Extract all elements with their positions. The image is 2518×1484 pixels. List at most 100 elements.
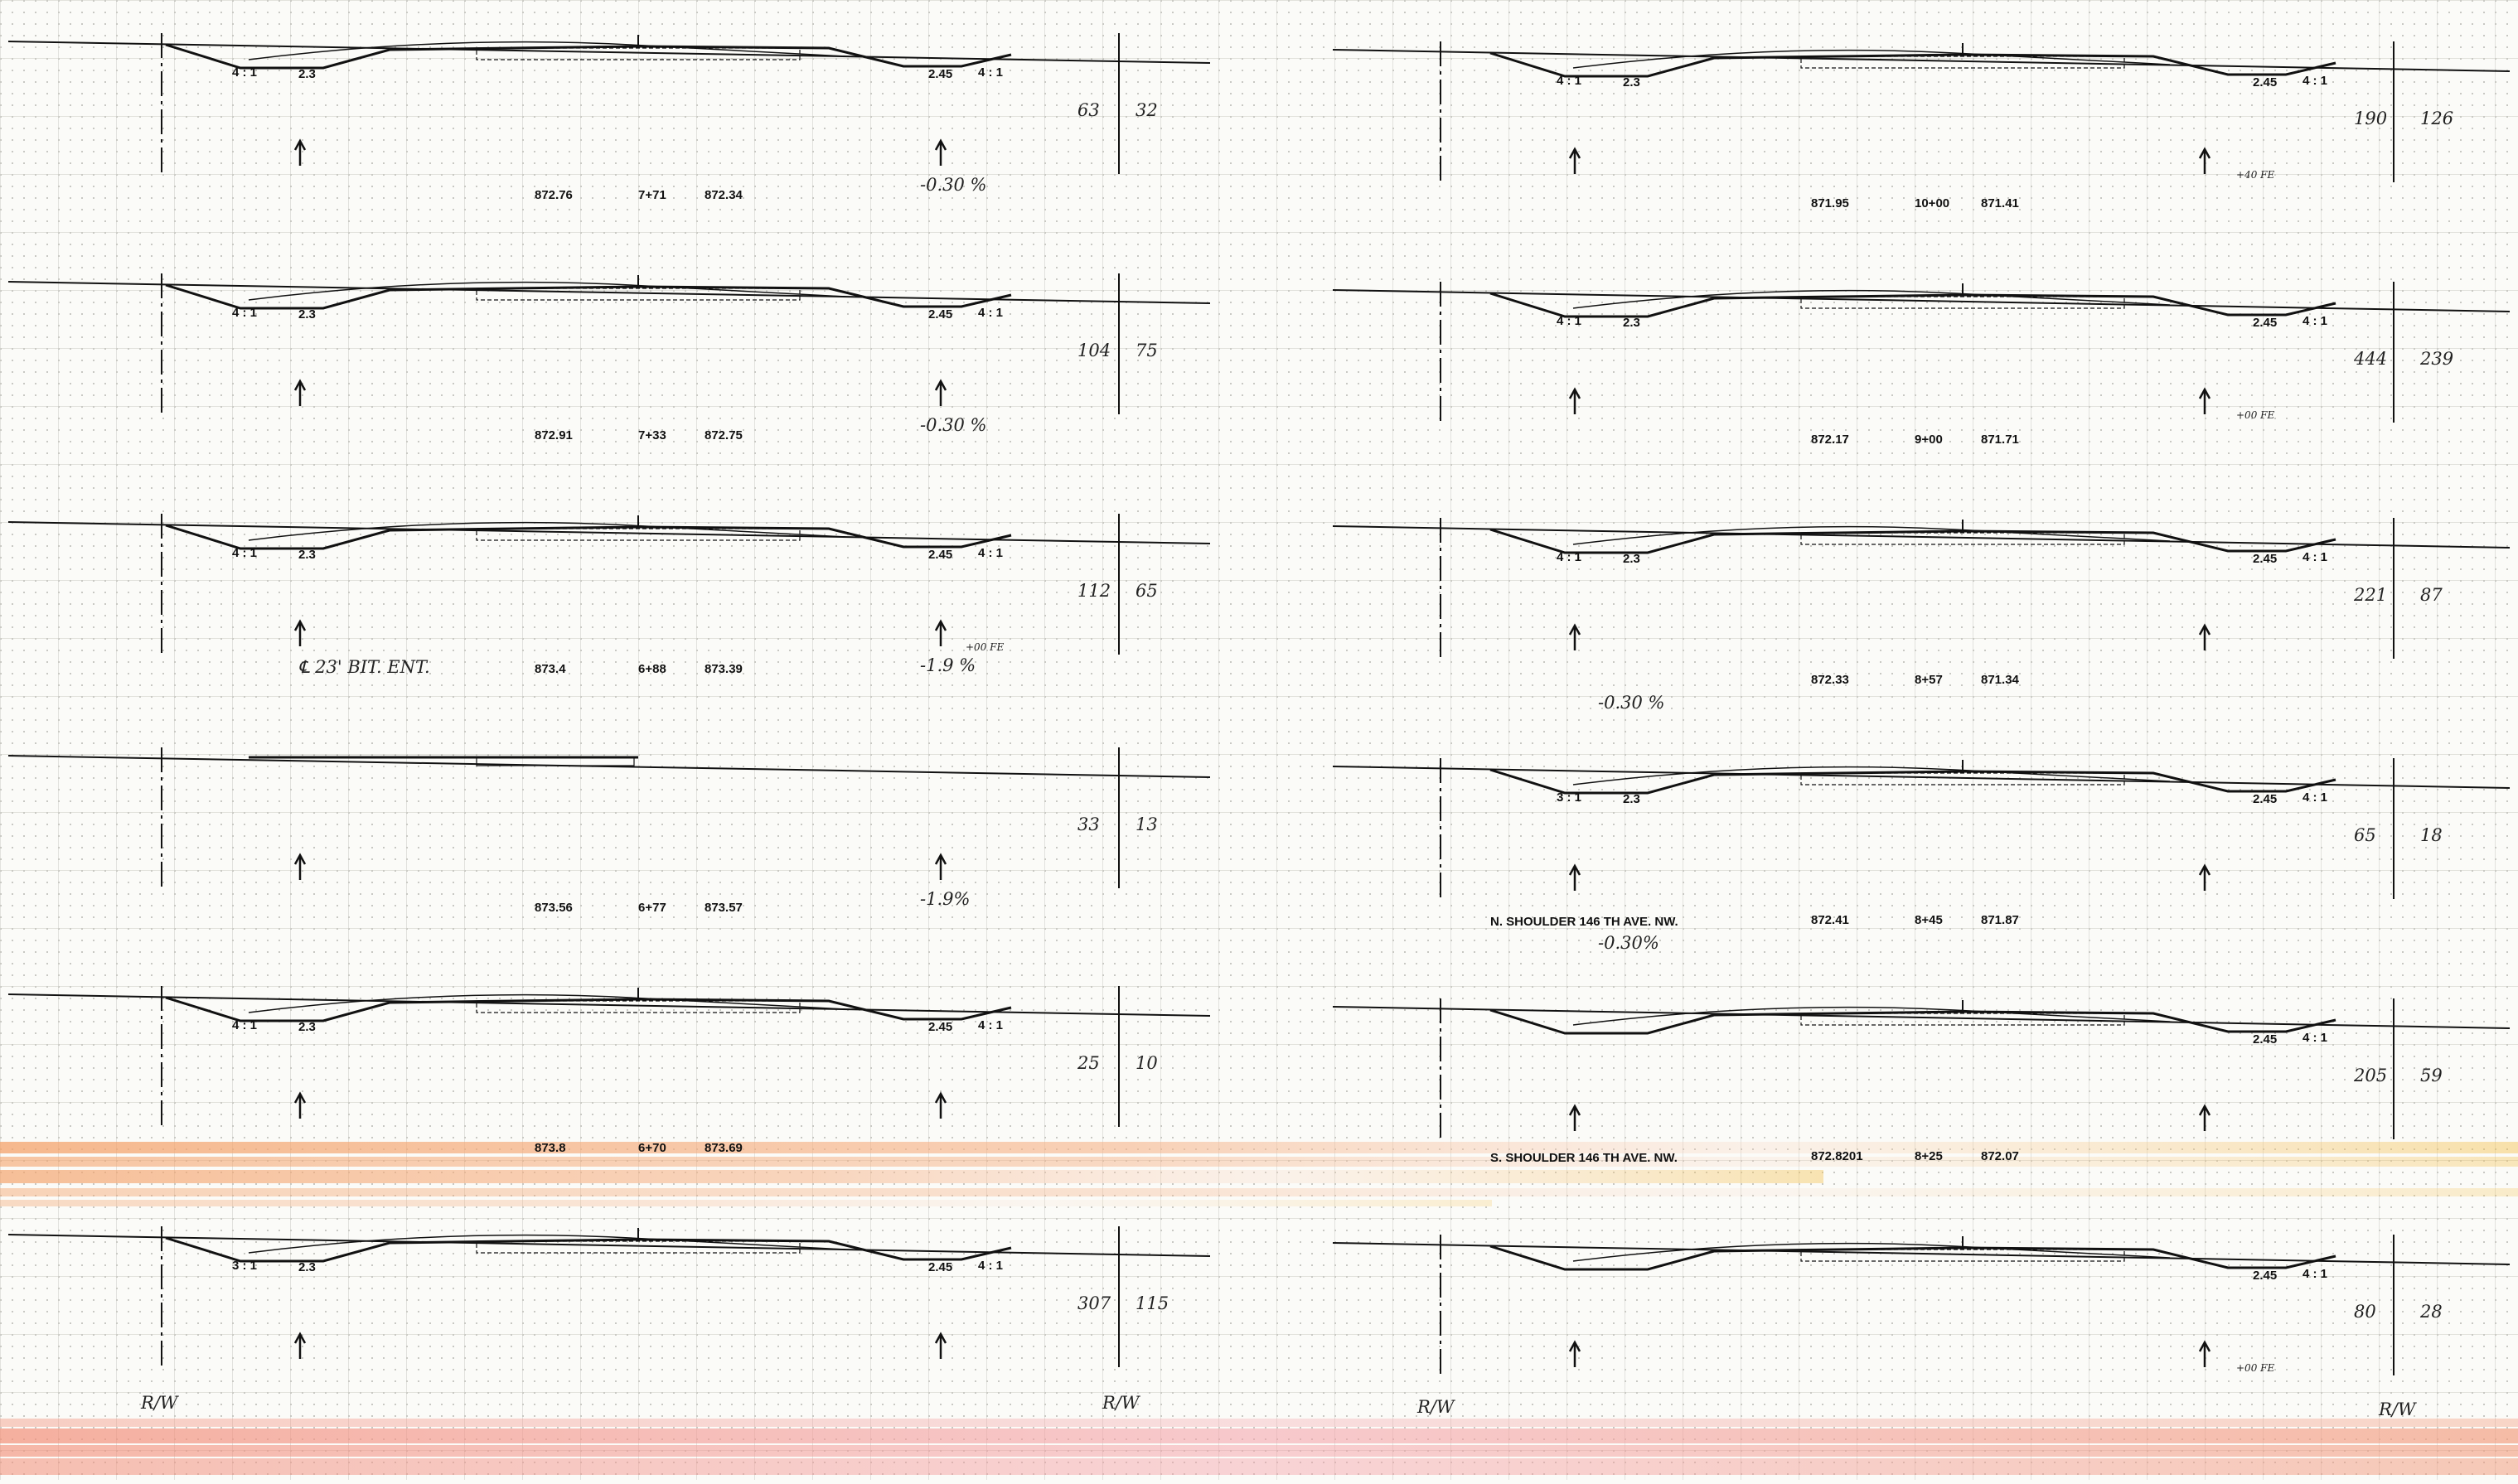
grade-note: -1.9% [920, 889, 970, 909]
fe-note: +00 FE [2236, 1362, 2274, 1374]
ground-profile [1332, 1242, 2511, 1271]
ground-profile [7, 521, 1211, 550]
grade-arrow-icon [1568, 863, 1581, 891]
grade-arrow-icon [2198, 1104, 2211, 1131]
station-label: 6+70 [638, 1141, 666, 1155]
left-ditch-depth: 2.3 [298, 1020, 316, 1034]
ground-profile [1332, 49, 2511, 78]
right-slope-ratio: 4 : 1 [2303, 1267, 2327, 1281]
fill-area-value: 87 [2420, 585, 2443, 605]
grade-arrow-icon [934, 138, 947, 166]
station-label: 10+00 [1915, 196, 1949, 210]
ground-profile [1332, 525, 2511, 554]
right-of-way-label: R/W [2378, 1399, 2418, 1419]
left-ditch-depth: 2.3 [1623, 316, 1640, 330]
left-slope-ratio: 4 : 1 [232, 1018, 257, 1032]
fill-area-value: 13 [1136, 815, 1158, 834]
right-elevation: 872.34 [705, 188, 743, 202]
pavement-outline [476, 47, 801, 60]
right-slope-ratio: 4 : 1 [978, 306, 1003, 320]
fill-area-value: 59 [2420, 1066, 2443, 1085]
station-label: 8+45 [1915, 913, 1943, 927]
station-label: 8+25 [1915, 1149, 1943, 1163]
right-slope-ratio: 4 : 1 [978, 546, 1003, 560]
station-label: 6+88 [638, 662, 666, 676]
pavement-outline [1800, 1249, 2125, 1262]
section-prefix-label: S. SHOULDER 146 TH AVE. NW. [1490, 1151, 1678, 1165]
left-slope-ratio: 4 : 1 [232, 546, 257, 560]
grade-arrow-icon [293, 853, 307, 880]
left-ditch-depth: 2.3 [1623, 792, 1640, 806]
right-ditch-depth: 2.45 [928, 548, 952, 562]
right-of-way-label: R/W [140, 1393, 180, 1413]
right-elevation: 871.71 [1981, 433, 2019, 447]
grade-arrow-icon [934, 1091, 947, 1119]
left-elevation: 873.56 [535, 901, 573, 915]
grade-arrow-icon [2198, 387, 2211, 414]
left-elevation: 872.76 [535, 188, 573, 202]
cut-area-value: 63 [1077, 100, 1100, 120]
right-elevation: 872.75 [705, 428, 743, 442]
station-label: 6+77 [638, 901, 666, 915]
right-ditch-depth: 2.45 [928, 67, 952, 81]
pavement-outline [476, 528, 801, 541]
pavement-outline [1800, 56, 2125, 69]
grade-note: -0.30 % [920, 415, 986, 435]
grade-arrow-icon [1568, 1104, 1581, 1131]
left-ditch-depth: 2.3 [1623, 552, 1640, 566]
left-ditch-depth: 2.3 [298, 1260, 316, 1274]
left-ditch-depth: 2.3 [298, 548, 316, 562]
right-slope-ratio: 4 : 1 [978, 1018, 1003, 1032]
stain-band-lower [0, 1419, 2518, 1475]
left-elevation: 871.95 [1811, 196, 1849, 210]
right-slope-ratio: 4 : 1 [2303, 790, 2327, 805]
fe-note: +40 FE [2236, 169, 2274, 181]
right-elevation: 873.57 [705, 901, 743, 915]
right-of-way-label: R/W [1102, 1393, 1141, 1413]
left-slope-ratio: 4 : 1 [1557, 314, 1581, 328]
right-elevation: 872.07 [1981, 1149, 2019, 1163]
right-ditch-depth: 2.45 [2253, 1269, 2277, 1283]
cut-area-value: 205 [2353, 1066, 2387, 1085]
left-slope-ratio: 4 : 1 [232, 65, 257, 80]
fill-area-value: 75 [1136, 341, 1158, 360]
grade-note: -1.9 % [920, 655, 976, 675]
grade-arrow-icon [934, 619, 947, 646]
right-ditch-depth: 2.45 [2253, 316, 2277, 330]
cut-area-value: 221 [2353, 585, 2387, 605]
grade-note: -0.30 % [920, 175, 986, 195]
grade-arrow-icon [2198, 623, 2211, 650]
left-slope-ratio: 3 : 1 [232, 1259, 257, 1273]
fill-area-value: 115 [1136, 1293, 1169, 1313]
cut-area-value: 444 [2353, 349, 2387, 369]
right-of-way-layer: R/W R/W R/W R/W [140, 1393, 2418, 1419]
grade-arrow-icon [1568, 1340, 1581, 1367]
left-ditch-depth: 2.3 [298, 67, 316, 81]
section-prefix-label: N. SHOULDER 146 TH AVE. NW. [1490, 915, 1678, 929]
right-of-way-label: R/W [1416, 1397, 1456, 1417]
left-elevation: 873.8 [535, 1141, 566, 1155]
grade-arrow-icon [1568, 147, 1581, 174]
fill-area-value: 239 [2419, 349, 2453, 369]
fill-area-value: 28 [2419, 1302, 2443, 1322]
grade-arrow-icon [934, 379, 947, 406]
fe-note: +00 FE [2236, 409, 2274, 421]
pavement-outline [1800, 296, 2125, 309]
right-elevation: 871.34 [1981, 673, 2020, 687]
cut-area-value: 33 [1077, 815, 1100, 834]
left-slope-ratio: 4 : 1 [1557, 74, 1581, 88]
left-slope-ratio: 4 : 1 [1557, 550, 1581, 564]
left-elevation: 872.17 [1811, 433, 1849, 447]
cut-area-value: 307 [1077, 1293, 1111, 1313]
cut-area-value: 190 [2354, 109, 2387, 128]
left-ditch-depth: 2.3 [1623, 75, 1640, 89]
